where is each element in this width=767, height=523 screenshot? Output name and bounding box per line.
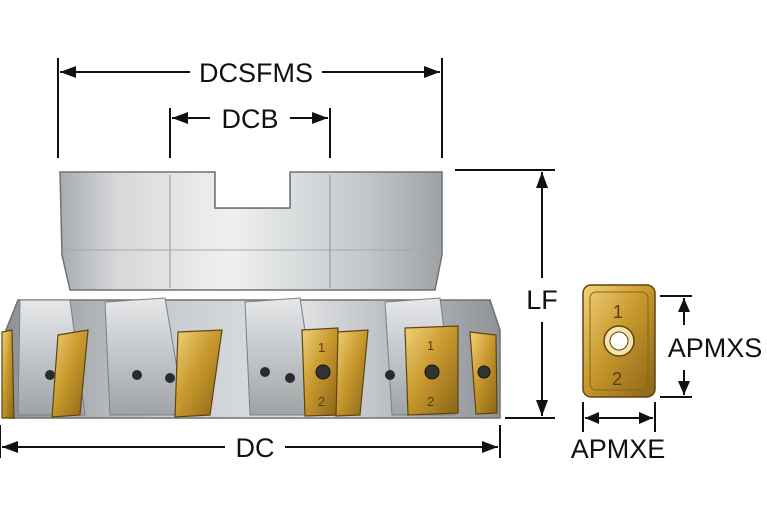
dimension-lines: [0, 58, 692, 458]
mounted-insert-mark-bottom: 2: [427, 394, 434, 409]
mounted-insert-mark-bottom: 2: [318, 394, 325, 409]
insert-screw: [477, 365, 491, 379]
label-dcb: DCB: [221, 104, 278, 134]
insert-screw: [285, 373, 295, 383]
mounted-insert-mark-top: 1: [318, 340, 325, 355]
mounted-insert: [174, 329, 223, 418]
mounted-insert: [1, 329, 15, 419]
label-dcsfms: DCSFMS: [199, 58, 313, 88]
label-dc: DC: [236, 433, 275, 463]
insert-screw: [424, 364, 440, 380]
coolant-hole: [260, 367, 270, 377]
cutter-body: [5, 171, 501, 419]
insert-mark-bottom: 2: [612, 369, 622, 389]
insert-detail: 1 2: [582, 284, 656, 398]
coolant-hole: [45, 370, 55, 380]
insert-mark-top: 1: [613, 302, 623, 322]
label-apmxs: APMXS: [668, 333, 763, 363]
label-lf: LF: [526, 285, 558, 315]
mounted-insert-mark-top: 1: [427, 338, 434, 353]
label-apmxe: APMXE: [571, 434, 666, 464]
drive-slot: [215, 172, 290, 208]
coolant-hole: [132, 370, 142, 380]
insert-screw: [165, 373, 175, 383]
mounted-insert: [335, 329, 369, 417]
insert-screw: [315, 364, 331, 380]
mounted-inserts: 1 2 1 2: [1, 325, 498, 419]
coolant-hole: [385, 370, 395, 380]
mounted-insert: [51, 329, 89, 418]
dimension-labels: DCSFMS DCB LF DC APMXS APMXE: [199, 58, 762, 464]
